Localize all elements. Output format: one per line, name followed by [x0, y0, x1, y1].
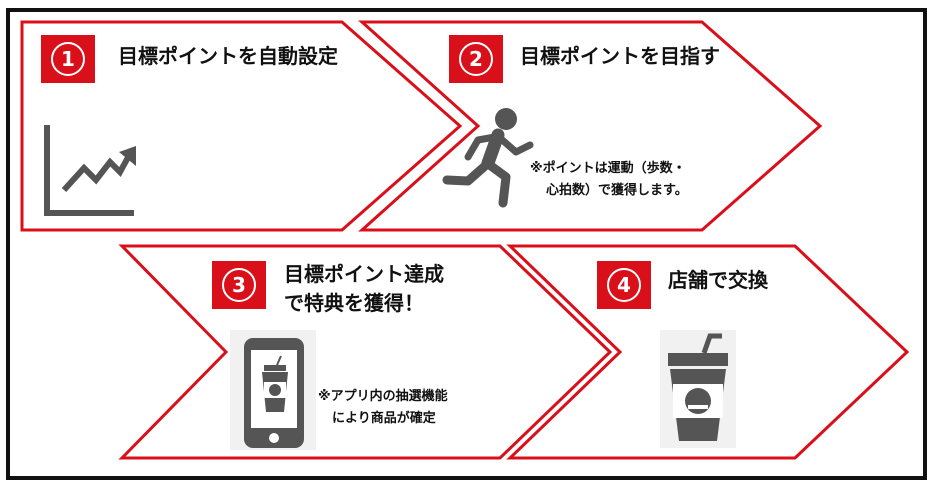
chart-growth-icon — [44, 125, 136, 216]
smartphone-coffee-icon — [230, 330, 316, 450]
step-1-title: 目標ポイントを自動設定 — [118, 44, 338, 68]
step-2-note: ※ポイントは運動（歩数・ 心拍数）で獲得します。 — [530, 158, 688, 202]
step-4-title: 店舗で交換 — [668, 268, 768, 292]
step-3-title: 目標ポイント達成 で特典を獲得！ — [284, 260, 444, 318]
step-2-note-line2: 心拍数）で獲得します。 — [546, 183, 688, 199]
step-1-badge: 1 — [41, 35, 95, 83]
step-3-badge: 3 — [212, 261, 266, 309]
step-2-number: 2 — [459, 42, 493, 76]
step-3-note-line1: ※アプリ内の抽選機能 — [318, 389, 448, 404]
step-1-chevron — [20, 20, 463, 232]
step-4-badge: 4 — [597, 261, 651, 309]
step-3-note-line2: により商品が確定 — [332, 411, 436, 427]
coffee-cup-icon — [660, 330, 736, 448]
step-1-number: 1 — [51, 42, 85, 76]
step-2-title: 目標ポイントを目指す — [520, 44, 720, 68]
step-3-note: ※アプリ内の抽選機能 により商品が確定 — [318, 386, 448, 430]
runner-icon — [442, 108, 534, 208]
step-2-note-line1: ※ポイントは運動（歩数・ — [530, 161, 686, 176]
step-3-title-line1: 目標ポイント達成 — [284, 262, 444, 286]
step-2-badge: 2 — [449, 35, 503, 83]
step-4-number: 4 — [607, 268, 641, 302]
step-3-title-line2: で特典を獲得！ — [284, 291, 424, 315]
step-3-number: 3 — [222, 268, 256, 302]
